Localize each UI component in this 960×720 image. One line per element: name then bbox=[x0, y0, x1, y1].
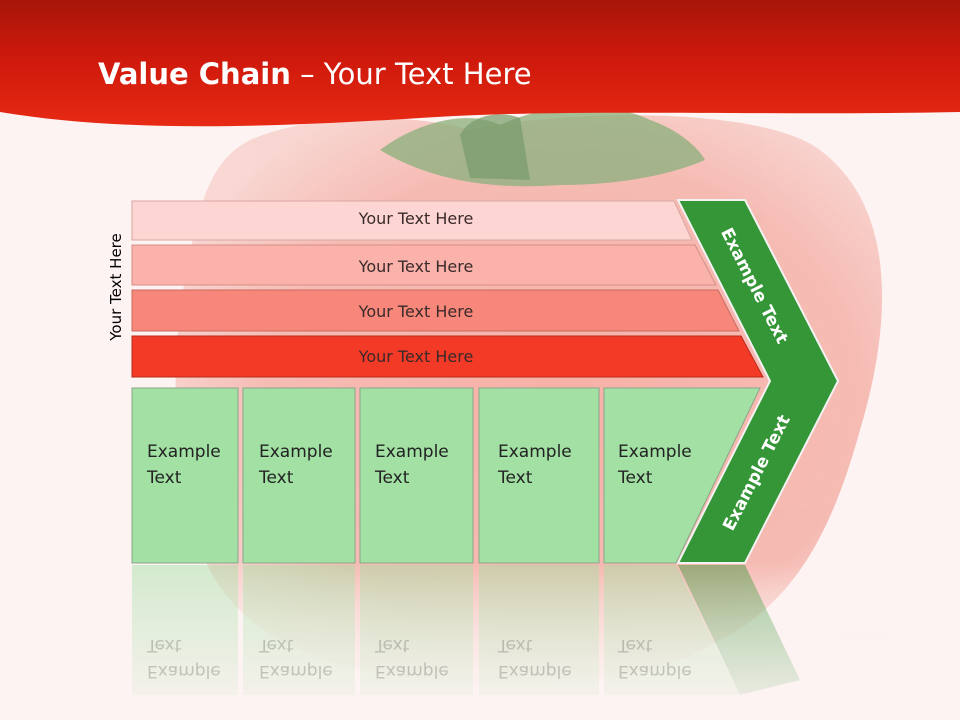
box-shape-5 bbox=[603, 387, 761, 564]
title-rest: – Your Text Here bbox=[290, 57, 532, 91]
bar-label-2: Your Text Here bbox=[358, 257, 474, 276]
reflection-label-2: Example Text bbox=[259, 635, 333, 681]
side-label: Your Text Here bbox=[107, 233, 125, 341]
header-band bbox=[0, 0, 960, 127]
chevron-shape bbox=[676, 199, 840, 564]
bar-shape-4 bbox=[131, 335, 764, 378]
box-shape-2 bbox=[242, 387, 356, 564]
bar-label-1: Your Text Here bbox=[358, 209, 474, 228]
reflection-label-3: Example Text bbox=[375, 635, 449, 681]
box-label-4: Example Text bbox=[498, 442, 572, 488]
box-label-5: Example Text bbox=[618, 442, 692, 488]
title-bold: Value Chain bbox=[98, 57, 291, 91]
bar-label-3: Your Text Here bbox=[358, 302, 474, 321]
reflection-label-5: Example Text bbox=[618, 635, 692, 681]
box-shape-4 bbox=[478, 387, 600, 564]
box-shape-1 bbox=[131, 387, 239, 564]
bar-shape-3 bbox=[131, 289, 740, 332]
bar-shape-2 bbox=[131, 244, 717, 286]
box-label-3: Example Text bbox=[375, 442, 449, 488]
reflection-label-4: Example Text bbox=[498, 635, 572, 681]
bar-shape-1 bbox=[131, 200, 693, 241]
reflection-label-1: Example Text bbox=[147, 635, 221, 681]
box-label-1: Example Text bbox=[147, 442, 221, 488]
box-label-2: Example Text bbox=[259, 442, 333, 488]
bar-label-4: Your Text Here bbox=[358, 347, 474, 366]
box-shape-3 bbox=[359, 387, 474, 564]
slide-title: Value Chain – Your Text Here bbox=[98, 54, 532, 94]
